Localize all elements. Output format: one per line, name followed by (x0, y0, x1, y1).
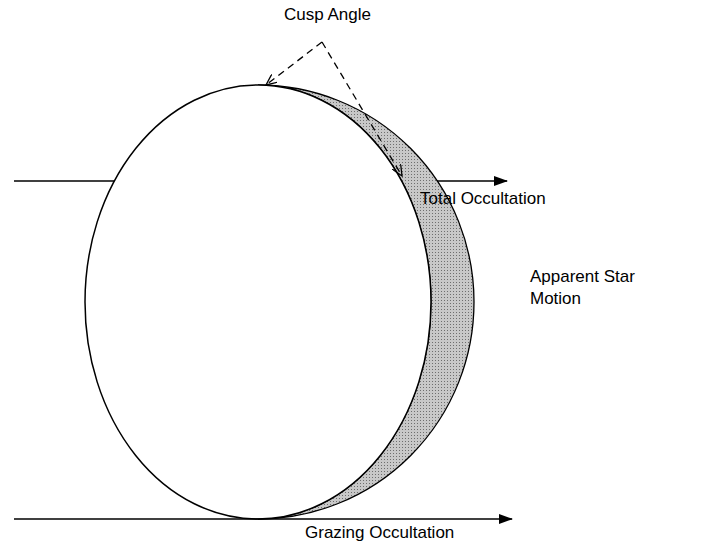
path-label: Grazing Occultation (303, 522, 456, 544)
leader-line (322, 42, 402, 176)
moon-disk (85, 85, 431, 519)
callout-label: Cusp Angle (282, 4, 373, 26)
leader-line (266, 42, 322, 85)
motion-label: Apparent Star Motion (528, 266, 654, 310)
star-path-arrow (437, 180, 507, 182)
path-label: Total Occultation (418, 188, 548, 210)
grazing-path-arrow (14, 518, 512, 520)
star-path (14, 180, 114, 182)
